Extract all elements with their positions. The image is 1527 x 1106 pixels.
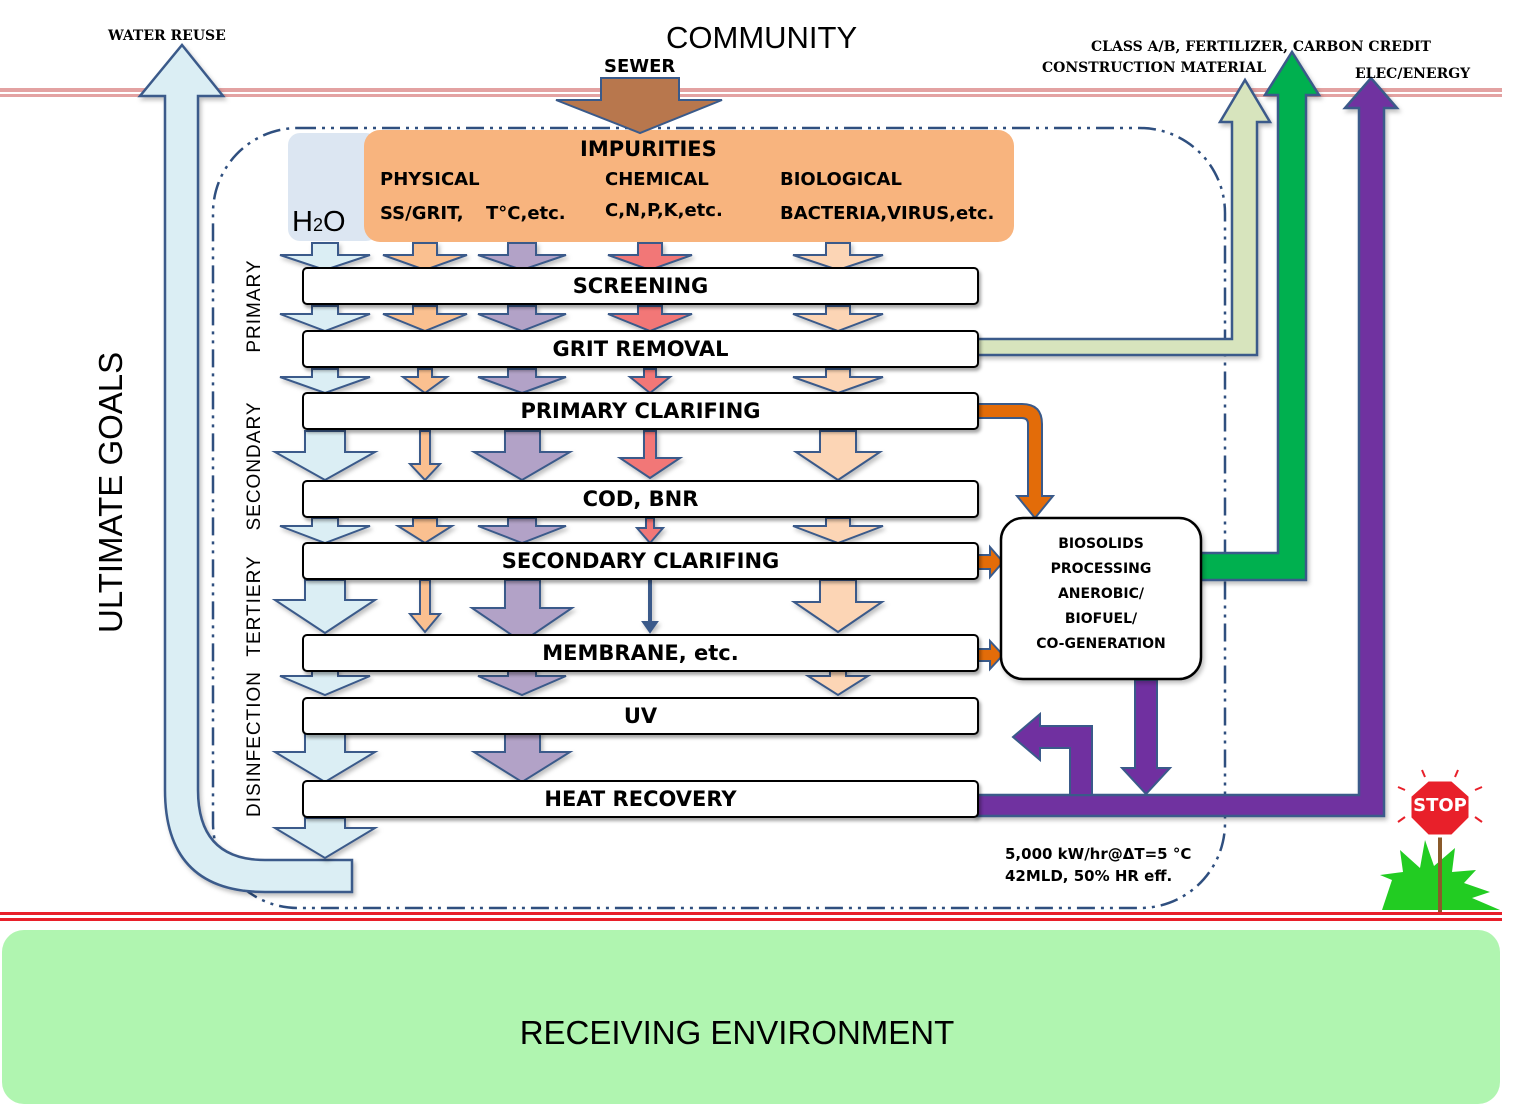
water-reuse-label: WATER REUSE xyxy=(108,28,226,44)
energy-arrow xyxy=(973,76,1400,818)
secondary-sludge-arrow xyxy=(977,544,1005,580)
biosolids-text: BIOSOLIDS PROCESSING ANEROBIC/ BIOFUEL/ … xyxy=(1001,532,1201,657)
primary-sludge-arrow xyxy=(976,403,1056,520)
process-membrane: MEMBRANE, etc. xyxy=(302,634,979,672)
process-secondary-clarifying: SECONDARY CLARIFING xyxy=(302,542,979,580)
impurities-title: IMPURITIES xyxy=(580,137,717,161)
biosolids-line-4: BIOFUEL/ xyxy=(1064,611,1138,627)
water-reuse-arrow xyxy=(137,43,354,894)
ultimate-goals-label: ULTIMATE GOALS xyxy=(92,351,129,633)
community-label: COMMUNITY xyxy=(666,20,858,55)
energy-label: ELEC/ENERGY xyxy=(1355,66,1471,82)
byproducts-arrow xyxy=(1198,49,1322,582)
stop-label: STOP xyxy=(1413,795,1467,816)
sewer-label: SEWER xyxy=(604,56,676,77)
physical-label: PHYSICAL xyxy=(380,169,480,190)
biosolids-line-5: CO-GENERATION xyxy=(1036,636,1166,652)
plant-boundary xyxy=(211,126,1227,910)
sewer-arrow xyxy=(555,77,723,135)
stage-disinfection: DISINFECTION xyxy=(244,670,265,818)
nutrients-label: C,N,P,K,etc. xyxy=(605,200,723,221)
heat-note-line-1: 5,000 kW/hr@ΔT=5 °C xyxy=(1005,845,1192,863)
environment-boundary-line xyxy=(0,912,1502,915)
receiving-environment-panel xyxy=(2,930,1500,1104)
stage-tertiary: TERTIERY xyxy=(244,555,265,657)
construction-material-arrow xyxy=(973,77,1273,357)
heat-return-arrow xyxy=(1011,711,1093,796)
biosolids-energy-arrow xyxy=(1119,679,1173,796)
process-primary-clarifying: PRIMARY CLARIFING xyxy=(302,392,979,430)
process-screening: SCREENING xyxy=(302,267,979,305)
heat-note-line-2: 42MLD, 50% HR eff. xyxy=(1005,867,1173,885)
receiving-environment-label: RECEIVING ENVIRONMENT xyxy=(519,1014,955,1051)
flow-arrows xyxy=(271,242,886,860)
environment-boundary-line-2 xyxy=(0,918,1502,921)
stop-sign-icon xyxy=(1380,769,1500,912)
impurities-panel xyxy=(364,130,1014,242)
water-label-2: 2 xyxy=(312,215,323,235)
construction-material-label: CONSTRUCTION MATERIAL xyxy=(1042,60,1267,76)
microbes-label: BACTERIA,VIRUS,etc. xyxy=(780,203,995,224)
water-label-o: O xyxy=(322,206,346,238)
process-heat-recovery: HEAT RECOVERY xyxy=(302,780,979,818)
heat-note: 5,000 kW/hr@ΔT=5 °C 42MLD, 50% HR eff. xyxy=(1005,843,1191,887)
biosolids-box xyxy=(999,516,1203,681)
byproducts-label: CLASS A/B, FERTILIZER, CARBON CREDIT xyxy=(1091,39,1431,55)
community-boundary-line xyxy=(0,88,1502,92)
community-boundary-line-2 xyxy=(0,94,1502,97)
water-panel xyxy=(288,133,378,241)
process-uv: UV xyxy=(302,697,979,735)
water-label: H2O xyxy=(292,206,346,239)
biosolids-line-2: PROCESSING xyxy=(1050,561,1152,577)
process-grit-removal: GRIT REMOVAL xyxy=(302,330,979,368)
membrane-sludge-arrow xyxy=(977,638,1005,672)
temperature-label: T°C,etc. xyxy=(486,203,566,224)
biological-label: BIOLOGICAL xyxy=(780,169,902,190)
stage-primary: PRIMARY xyxy=(244,259,265,353)
chemical-label: CHEMICAL xyxy=(605,169,709,190)
biosolids-line-3: ANEROBIC/ xyxy=(1057,586,1145,602)
ss-grit-label: SS/GRIT, xyxy=(380,203,464,224)
water-label-h: H xyxy=(292,206,313,238)
process-cod-bnr: COD, BNR xyxy=(302,480,979,518)
stage-secondary: SECONDARY xyxy=(244,401,265,531)
biosolids-line-1: BIOSOLIDS xyxy=(1058,536,1144,552)
